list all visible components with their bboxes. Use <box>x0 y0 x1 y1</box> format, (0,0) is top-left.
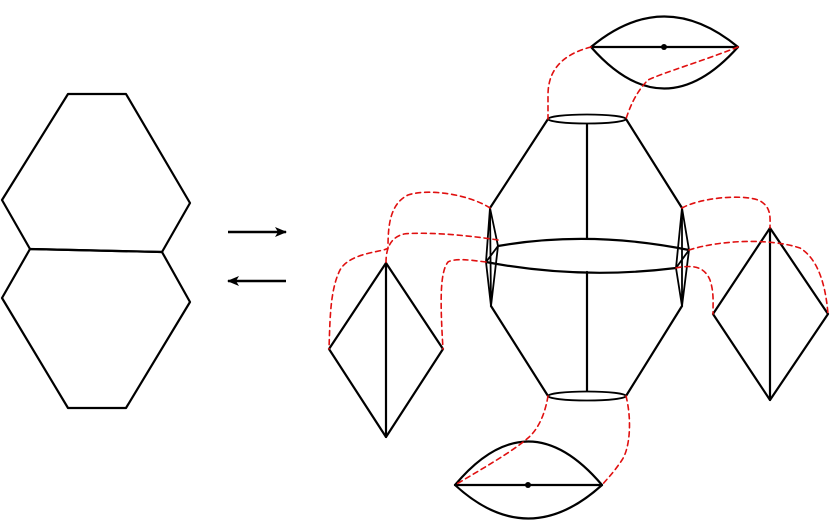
glue-left-mid <box>385 232 499 264</box>
lens-top-outline <box>589 15 740 90</box>
lens-top-center-point <box>661 44 667 50</box>
top-cap-ellipse <box>547 113 627 125</box>
rhombus-left <box>327 261 445 439</box>
double-hexagon-figure <box>0 92 192 410</box>
equator-lower-curve <box>484 260 678 274</box>
glue-bottom-right <box>601 395 631 486</box>
glue-left-outer <box>328 191 491 350</box>
glue-right-inner <box>675 265 714 315</box>
right-side-face <box>675 207 690 307</box>
transformation-arrows <box>227 227 287 286</box>
central-polyhedron <box>484 113 691 402</box>
lens-bottom <box>453 440 604 520</box>
rhombus-right <box>711 226 830 402</box>
glue-right-mid <box>688 240 829 315</box>
lower-hexagon <box>0 247 192 410</box>
gluing-paths <box>328 46 829 486</box>
equator-upper-curve <box>496 237 691 252</box>
glue-left-inner <box>440 258 487 350</box>
lens-top <box>589 15 740 90</box>
left-side-face <box>485 207 499 307</box>
polyhedron-left-upper-edge <box>488 117 550 210</box>
upper-hexagon <box>0 92 192 254</box>
polyhedron-right-upper-edge <box>624 117 684 210</box>
glue-top-right <box>625 46 739 120</box>
polyhedron-right-lower-edge <box>624 304 684 398</box>
glue-right-outer <box>681 196 771 229</box>
polyhedron-left-lower-edge <box>489 304 550 398</box>
glue-bottom-left <box>454 395 549 486</box>
glue-top-left <box>547 46 592 120</box>
lens-bottom-outline <box>453 440 604 520</box>
bottom-cap-ellipse <box>547 390 627 402</box>
lens-bottom-center-point <box>525 482 531 488</box>
